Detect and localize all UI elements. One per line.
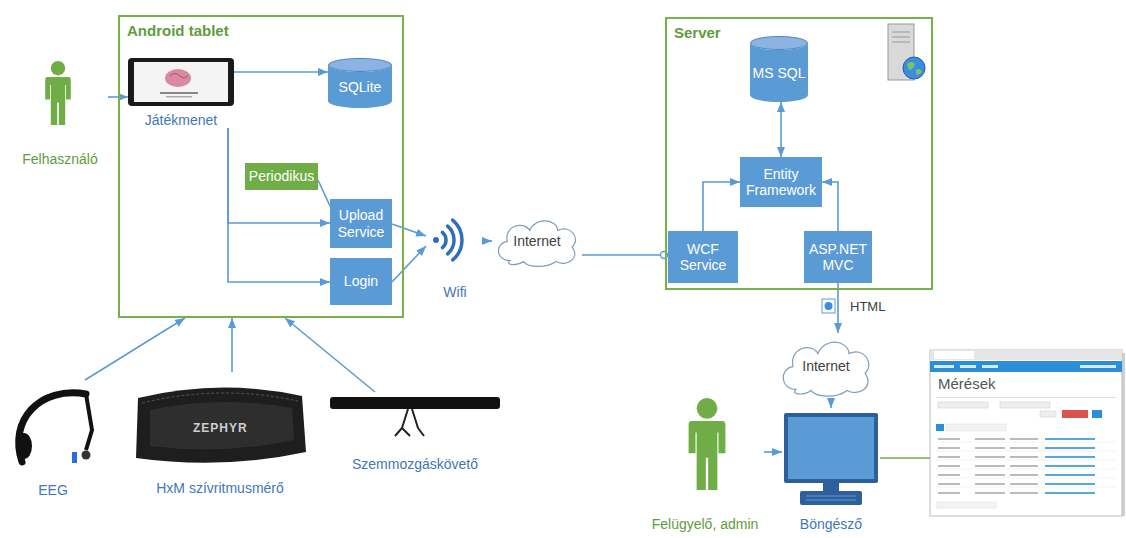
group-title: Android tablet — [127, 22, 229, 39]
cloud-shape: Internet — [776, 333, 876, 398]
edge-label: HTML — [848, 299, 887, 315]
node-label: Wifi — [443, 284, 466, 300]
node-label: Periodikus — [248, 168, 315, 184]
node-label: Felügyelő, admin — [652, 516, 759, 532]
node-label: ASP.NET MVC — [807, 241, 869, 273]
connector — [822, 182, 838, 231]
process-box: ASP.NET MVC — [804, 231, 872, 283]
node-label: Felhasználó — [22, 151, 98, 167]
process-box: Entity Framework — [740, 157, 822, 207]
connector — [780, 102, 782, 157]
sensor-device: EEG — [8, 380, 98, 498]
eeg-headset — [16, 393, 92, 463]
connector — [703, 182, 740, 231]
node-label: Internet — [802, 358, 849, 374]
process-box: Login — [330, 258, 392, 305]
node-label: Entity Framework — [743, 166, 819, 198]
node-label: Upload Service — [333, 207, 389, 239]
screenshot-image — [930, 350, 1125, 516]
connector — [484, 240, 492, 242]
node-label: Játékmenet — [145, 112, 217, 128]
node-label: Böngésző — [800, 516, 862, 532]
node-label: WCF Service — [671, 241, 735, 273]
html-icon — [822, 299, 835, 313]
tablet-image — [128, 58, 234, 106]
node-label: HxM szívritmusmérő — [156, 480, 284, 496]
connector — [392, 224, 426, 236]
screenshot: Mérések — [930, 350, 1122, 516]
connector — [880, 457, 930, 459]
wifi-icon — [433, 220, 462, 260]
connector — [228, 128, 330, 282]
sensor-device: Szemmozgáskövető — [325, 392, 505, 472]
server-group: Server MS SQL Entity FrameworkWCF Service A… — [665, 17, 933, 290]
node-label: MS SQL — [753, 65, 806, 81]
heart-rate-belt — [136, 387, 306, 462]
process-box: Upload Service — [330, 199, 392, 248]
node-label: Internet — [513, 233, 560, 249]
connector — [285, 318, 375, 392]
connector — [764, 451, 782, 453]
actor-figure: Felhasználó — [12, 55, 108, 167]
connector — [234, 71, 328, 73]
connector — [392, 246, 426, 282]
user-icon — [45, 61, 71, 125]
wifi-node: Wifi — [426, 205, 484, 300]
brand-label: ZEPHYR — [193, 421, 248, 435]
process-box: WCF Service — [668, 231, 738, 283]
connector — [582, 254, 660, 256]
game-screen: Játékmenet — [128, 58, 234, 128]
server-icon — [888, 24, 925, 80]
node-label: Mérések — [938, 375, 1122, 392]
connector — [85, 318, 185, 380]
connector — [830, 398, 832, 408]
trigger-box: Periodikus — [245, 163, 318, 190]
admin-icon — [689, 398, 726, 490]
actor-figure: Felügyelő, admin — [646, 398, 764, 532]
cloud-shape: Internet — [492, 213, 582, 268]
node-label: Szemmozgáskövető — [352, 456, 478, 472]
monitor-icon — [784, 413, 878, 505]
group-title: Server — [674, 24, 721, 41]
connector — [318, 180, 330, 206]
database-cylinder: MS SQL — [750, 36, 808, 102]
device-group: Android tabletJátékmenet SQLitePeriodikus… — [118, 15, 404, 318]
connector — [228, 128, 330, 223]
node-label: SQLite — [339, 79, 382, 95]
database-cylinder: SQLite — [328, 58, 392, 108]
node-label: EEG — [38, 482, 68, 498]
connector — [837, 283, 839, 333]
node-label: Login — [333, 273, 389, 289]
eye-tracker — [330, 397, 500, 436]
browser-monitor: Böngésző — [782, 408, 880, 532]
connector — [231, 318, 233, 372]
